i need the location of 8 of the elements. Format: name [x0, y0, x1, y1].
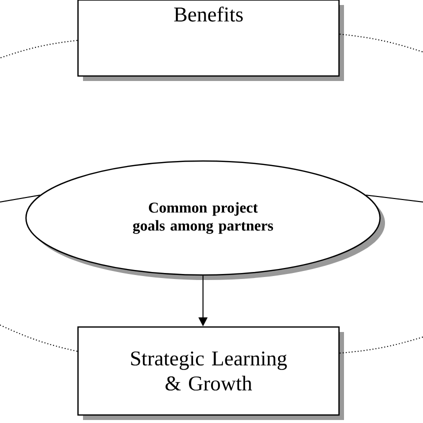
connector-line [366, 194, 423, 202]
process-box: Strategic Learning & Growth [77, 326, 344, 420]
connector-line [0, 194, 40, 202]
connector-line [339, 336, 423, 354]
connector-line [339, 34, 423, 52]
process-box: Benefits [77, 0, 344, 81]
connector-line [0, 324, 78, 352]
connector-line [0, 40, 78, 58]
